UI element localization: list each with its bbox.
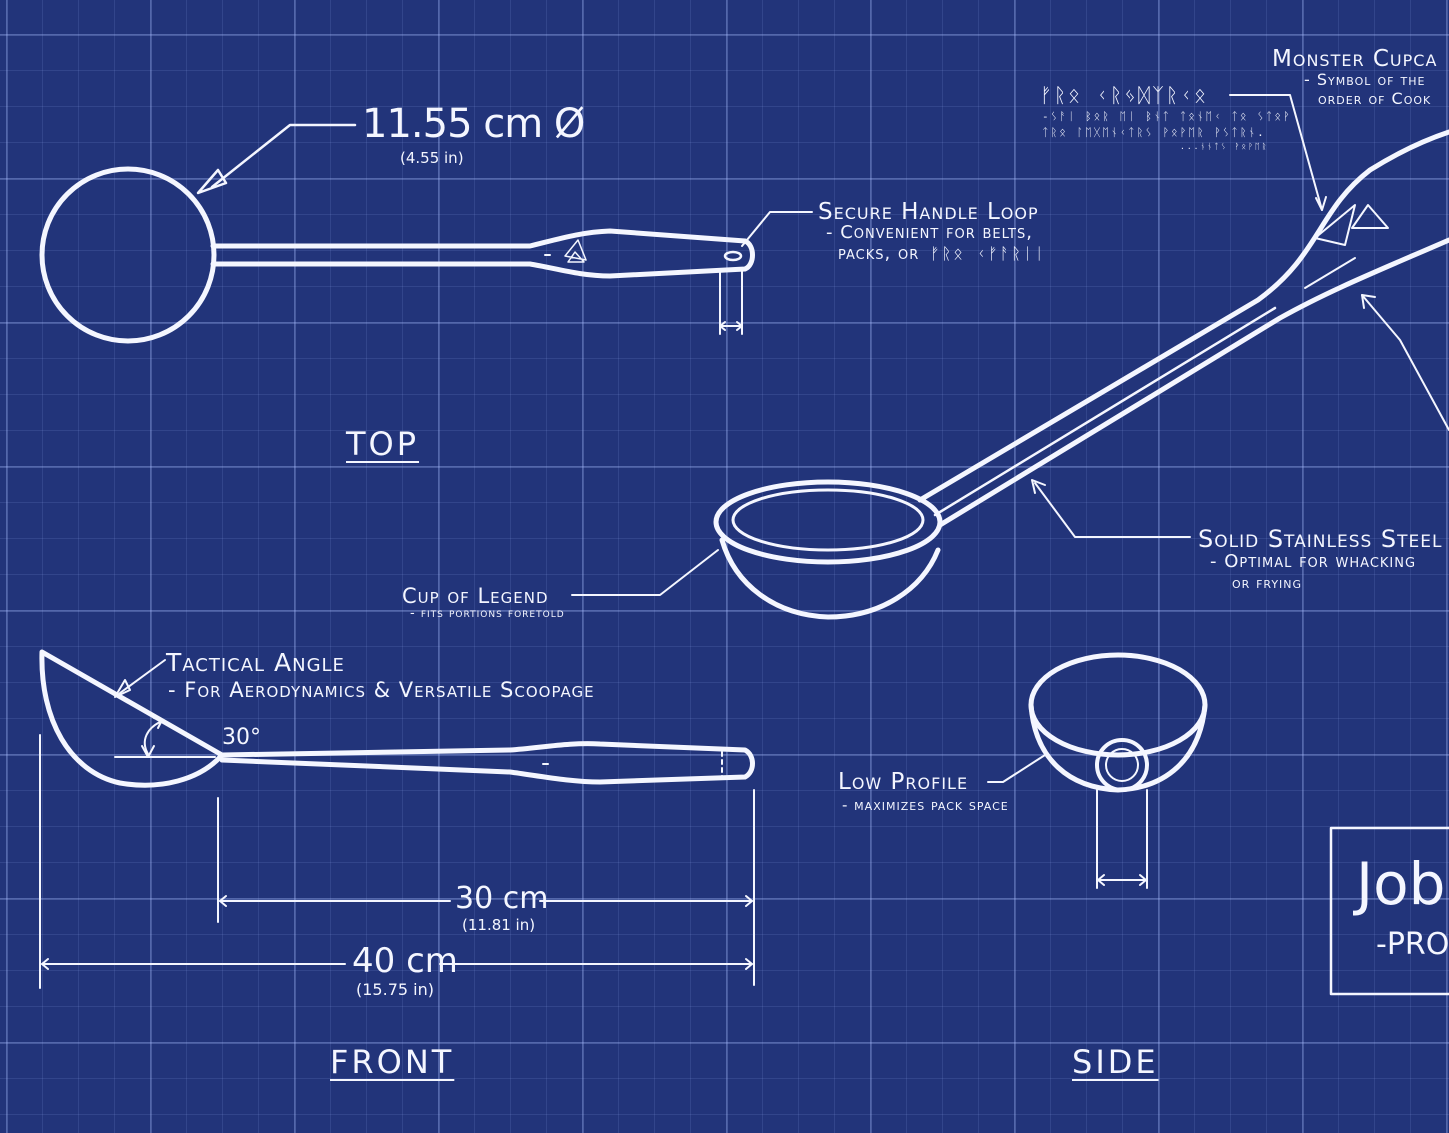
top-bowl [39,166,217,344]
front-dimensions [39,734,755,989]
angle-arrow-icon [141,717,163,758]
top-view-ladle [39,166,755,344]
angle-sub: - For Aerodynamics & Versatile Scoopage [168,678,595,702]
callout-leaders [571,94,1449,596]
angle-title: Tactical Angle [166,648,345,677]
monster-line2: order of Cook [1318,89,1432,108]
front-bowl [39,649,225,788]
side-view-ladle [1028,652,1208,793]
profile-title: Low Profile [838,769,969,795]
monster-line1: - Symbol of the [1304,70,1426,89]
view-label-front: FRONT [330,1043,455,1081]
diameter-leader [196,123,357,195]
handle-loop-line1: - Convenient for belts, [826,222,1033,243]
loop-dimension [719,211,813,335]
handle-loop-line2: packs, or [838,243,920,264]
steel-line1: - Optimal for whacking [1210,551,1417,572]
glyph-line2: ᛏᚱᛟ ᛚᛖᚷᛖᚾᚲᛏᚱᛊ ᚹᛟᚹᛖᚱ ᚹᛊᛏᚱᚾ. [1042,126,1266,139]
top-handle-loop [723,250,743,262]
angle-annotation [114,659,216,758]
profile-sub: - maximizes pack space [842,796,1009,814]
glyph-line1: -ᛊᚨᛁ ᛒᛟᚱ ᛖᛁ ᛒᚾᛏ ᛏᛟᚾᛖᚲ ᛏᛟ ᛊᛏᛟᚹ [1042,110,1292,123]
cup-sub: - fits portions foretold [410,606,565,621]
top-emblem-icon [564,239,587,263]
title-block-title: Job [1356,850,1446,918]
view-label-top: TOP [346,425,420,463]
top-handle [210,228,755,279]
cup-title: Cup of Legend [402,584,549,608]
front-handle [219,741,755,785]
handle-loop-title: Secure Handle Loop [818,199,1039,225]
perspective-handle [917,129,1449,503]
angle-value: 30° [222,725,261,750]
total-length-imperial: (15.75 in) [356,980,434,999]
front-view-ladle [39,649,755,788]
view-label-side: SIDE [1072,1043,1159,1081]
handle-loop-glyphs: ᚠᚱᛟ ᚲᚠᚨᚱᛁᛁ [930,244,1047,263]
perspective-ladle [713,129,1449,620]
diameter-arrow-icon [196,168,228,195]
steel-arrow-icon [1031,479,1046,494]
diameter-metric: 11.55 cm Ø [362,101,585,147]
title-block-frame [1329,826,1449,996]
glyph-line3: ...ᚾᚾᛏᛊ ᚹᛟᚹᛖᚱ [1180,142,1269,151]
side-dimensions [987,754,1148,889]
diameter-imperial: (4.55 in) [400,149,464,167]
steel-title: Solid Stainless Steel [1198,525,1443,553]
glyph-header: ᚠᚱᛟ ᚲᚱᛃᛞᛉᚱᚲᛟ [1040,83,1209,107]
perspective-bowl-underside [719,537,941,620]
side-handle-end [1095,738,1149,792]
monster-title: Monster Cupca [1272,46,1438,72]
handle-length-imperial: (11.81 in) [462,916,536,934]
total-length-metric: 40 cm [352,941,458,981]
perspective-emblem-icon [1314,204,1389,246]
title-block-sub: -PRO [1376,927,1449,962]
handle-length-metric: 30 cm [455,881,549,916]
perspective-bowl-rim [713,479,943,565]
side-bowl [1028,702,1208,793]
steel-line2: or frying [1232,574,1303,592]
